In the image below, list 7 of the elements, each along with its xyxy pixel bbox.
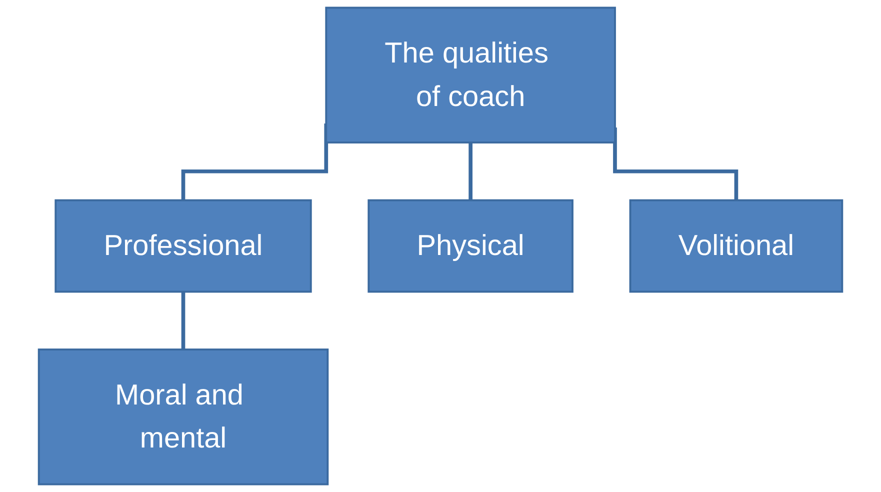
node-box: The qualities of coach: [325, 6, 616, 144]
connector: [468, 142, 472, 202]
node-box: Volitional: [629, 199, 844, 293]
connector: [181, 292, 186, 352]
node-box: Moral and mental: [38, 348, 329, 486]
node-box: Physical: [368, 199, 574, 293]
node-box: Professional: [54, 199, 312, 293]
